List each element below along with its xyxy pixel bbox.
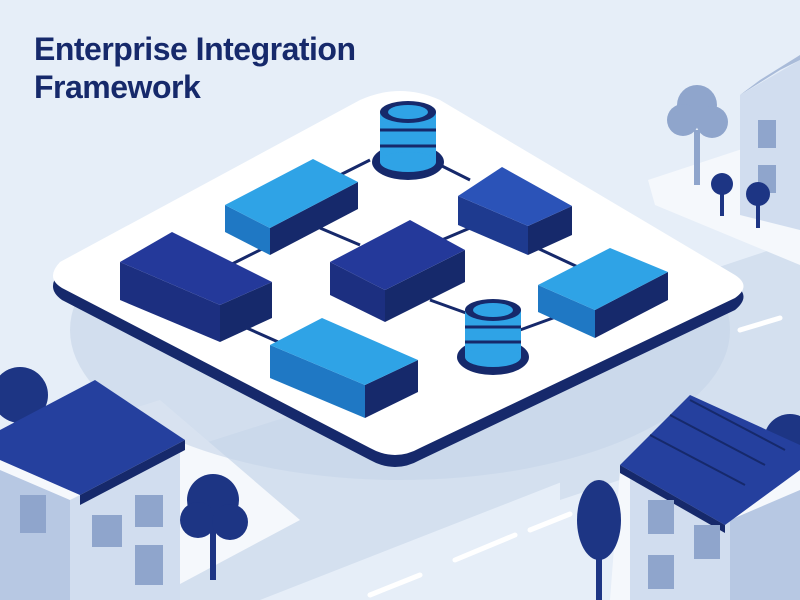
house-window — [135, 545, 163, 585]
tree-top-right-small-a — [711, 173, 733, 216]
house-roof — [620, 395, 800, 525]
building-roof — [740, 55, 800, 95]
road-dash — [452, 532, 518, 563]
house-side — [0, 470, 70, 600]
house-window — [694, 525, 720, 559]
roof-stripe — [649, 434, 746, 486]
block-center — [330, 220, 465, 322]
block-bottom — [270, 318, 418, 418]
tree-crown — [746, 182, 770, 206]
database-bottom-right — [457, 299, 529, 375]
road-dash — [367, 572, 423, 598]
tree-trunk — [720, 188, 724, 216]
block-face-left — [538, 285, 595, 338]
block-face-right — [365, 360, 418, 418]
house-roof — [0, 380, 185, 495]
tree-crown — [212, 504, 248, 540]
house-window — [648, 500, 674, 534]
block-face-left — [270, 345, 365, 418]
tree-top-right-small-b — [746, 182, 770, 228]
house-window — [92, 515, 122, 547]
house-window — [20, 495, 46, 533]
block-face-top — [458, 167, 572, 226]
house-window — [135, 495, 163, 527]
house-side — [730, 490, 800, 600]
tree-bottom-right — [577, 480, 621, 600]
database-bottom — [380, 152, 436, 172]
roof-stripe — [669, 414, 766, 466]
house-roof-edge — [80, 440, 185, 505]
tree-crown — [711, 173, 733, 195]
house-roof-edge — [620, 465, 725, 533]
block-face-top — [270, 318, 418, 385]
block-face-right — [385, 250, 465, 322]
database-top-inner — [388, 105, 428, 119]
block-face-left — [458, 196, 528, 255]
tree-top-right-large — [667, 85, 728, 185]
building-top-right — [740, 55, 800, 230]
title-block: Enterprise Integration Framework — [34, 30, 454, 106]
block-face-top — [330, 220, 465, 290]
house-bottom-left — [0, 367, 185, 600]
block-face-right — [270, 182, 358, 255]
block-face-top — [538, 248, 668, 310]
block-face-right — [220, 282, 272, 342]
tree-crown — [667, 104, 699, 136]
block-face-right — [595, 272, 668, 338]
road-dash — [737, 315, 783, 333]
house-window — [648, 555, 674, 589]
block-top-left — [225, 159, 358, 255]
block-top-right — [458, 167, 572, 255]
block-face-top — [225, 159, 358, 228]
tree-crown — [696, 106, 728, 138]
tree-trunk — [756, 198, 760, 228]
road-dash — [527, 511, 573, 533]
building-window — [758, 120, 776, 148]
database-top — [372, 101, 444, 180]
connector-line — [319, 226, 361, 247]
tree-trunk — [596, 530, 602, 600]
tree-trunk — [210, 520, 216, 580]
block-face-left — [225, 205, 270, 255]
database-bottom — [465, 347, 521, 367]
database-top-inner — [473, 303, 513, 317]
tree-trunk — [694, 130, 700, 185]
tree-crown — [180, 502, 216, 538]
block-face-left — [120, 262, 220, 342]
block-face-right — [528, 206, 572, 255]
block-left — [120, 232, 272, 342]
roof-stripes — [649, 399, 786, 486]
block-face-left — [330, 262, 385, 322]
tree-crown — [577, 480, 621, 560]
page-title-line-1: Enterprise Integration — [34, 31, 356, 67]
tree-crown — [0, 367, 48, 423]
roof-stripe — [689, 399, 786, 451]
block-right — [538, 248, 668, 338]
tree-bottom-left — [180, 474, 248, 580]
page-title-line-2: Framework — [34, 69, 201, 105]
house-bottom-right — [620, 395, 800, 600]
block-face-top — [120, 232, 272, 305]
